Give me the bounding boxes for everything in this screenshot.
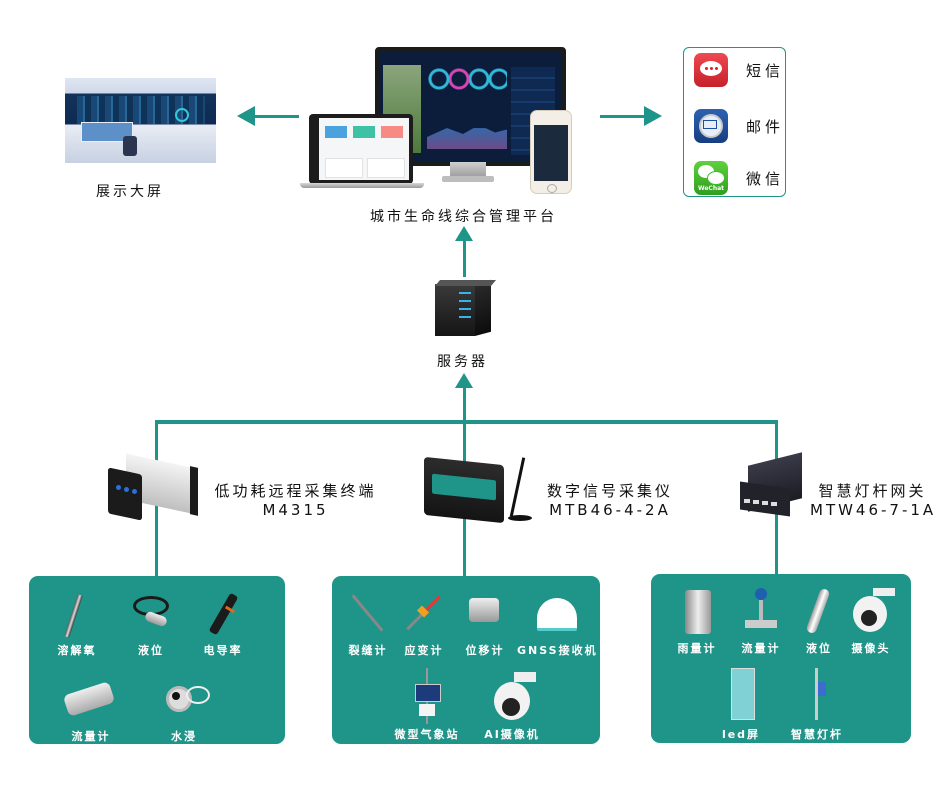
conductivity-sensor-image: [195, 590, 251, 636]
sensor-displacement: 位移计: [445, 590, 525, 658]
arrow-line-to-display: [252, 115, 299, 118]
arrow-line-server-to-platform: [463, 240, 466, 277]
sensor-rain-gauge: 雨量计: [657, 588, 737, 656]
notify-label: 邮件: [746, 117, 785, 136]
server-label: 服务器: [437, 354, 488, 370]
notify-label: 短信: [746, 61, 785, 80]
sensor-led-screen: led屏: [701, 668, 781, 742]
led-screen-image: [713, 668, 769, 720]
display-wall-label: 展示大屏: [96, 184, 164, 200]
display-wall-image: [65, 78, 216, 163]
platform-label: 城市生命线综合管理平台: [370, 209, 557, 225]
rain-gauge-image: [669, 588, 725, 634]
data-collection-terminal-image: [108, 453, 208, 525]
sensor-smart-pole: 智慧灯杆: [777, 668, 857, 742]
sensor-level-2: 液位: [779, 587, 859, 656]
platform-devices-image: [300, 44, 580, 194]
mail-icon: [694, 109, 728, 143]
displacement-meter-image: [457, 590, 513, 636]
water-immersion-sensor-image: [156, 676, 212, 722]
gateway-image: [740, 452, 810, 520]
notify-wechat: WeChat 微信: [694, 161, 784, 195]
arrow-up-icon: [455, 373, 473, 388]
sensor-ai-camera: AI摄像机: [472, 668, 552, 742]
sensor-gnss: GNSS接收机: [517, 590, 597, 658]
sensor-panel-structure: 裂缝计 应变计 位移计 GNSS接收机 微型气象站 AI摄像机: [332, 576, 600, 744]
notify-sms: 短信: [694, 53, 784, 87]
sensor-crack-meter: 裂缝计: [328, 590, 408, 658]
strain-gauge-image: [396, 590, 452, 636]
flowmeter-image: [733, 588, 789, 634]
arrow-line-to-notify: [600, 115, 646, 118]
sensor-strain-gauge: 应变计: [384, 590, 464, 658]
sensor-dissolved-oxygen: 溶解氧: [37, 590, 117, 658]
arrow-left-icon: [237, 106, 255, 126]
signal-collector-image: [420, 455, 545, 530]
sensor-level: 液位: [111, 590, 191, 658]
level-sensor-image: [123, 590, 179, 636]
weather-station-image: [399, 668, 455, 724]
device-label-mtw46: 智慧灯杆网关 MTW46-7-1A: [810, 482, 937, 519]
trunk-line-vertical: [463, 387, 466, 422]
sensor-flowmeter-2: 流量计: [721, 588, 801, 656]
notify-mail: 邮件: [694, 109, 784, 143]
arrow-up-icon: [455, 226, 473, 241]
notification-panel: 短信 邮件 WeChat 微信: [683, 47, 786, 197]
gnss-receiver-image: [529, 590, 585, 636]
sensor-conductivity: 电导率: [183, 590, 263, 658]
sensor-panel-water: 溶解氧 液位 电导率 流量计 水浸: [29, 576, 285, 744]
flowmeter-image: [62, 676, 119, 722]
smart-pole-image: [789, 668, 845, 720]
arrow-right-icon: [644, 106, 662, 126]
wechat-icon: WeChat: [694, 161, 728, 195]
device-label-mtb46: 数字信号采集仪 MTB46-4-2A: [546, 482, 673, 519]
ai-camera-image: [484, 668, 540, 724]
device-label-m4315: 低功耗远程采集终端 M4315: [214, 482, 377, 519]
sms-icon: [694, 53, 728, 87]
sensor-panel-smart-pole: 雨量计 流量计 液位 摄像头 led屏 智慧灯杆: [651, 574, 911, 743]
sensor-flowmeter: 流量计: [51, 676, 131, 744]
bus-line-horizontal: [155, 420, 777, 424]
sensor-water-immersion: 水浸: [144, 676, 224, 744]
sensor-weather-station: 微型气象站: [387, 668, 467, 742]
notify-label: 微信: [746, 169, 785, 188]
server-icon: [435, 279, 497, 340]
dissolved-oxygen-sensor-image: [49, 590, 105, 638]
camera-image: [843, 588, 899, 634]
sensor-camera: 摄像头: [831, 588, 911, 656]
